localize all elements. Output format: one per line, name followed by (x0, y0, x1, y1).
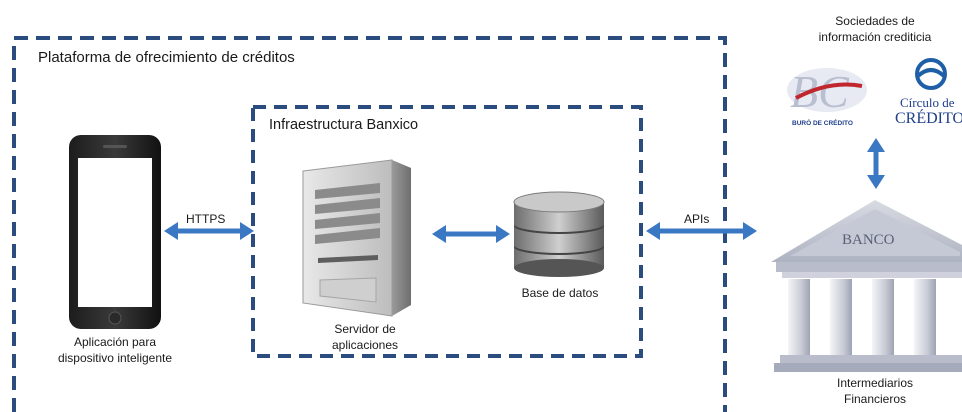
svg-text:Círculo de: Círculo de (900, 95, 955, 110)
https-label: HTTPS (186, 212, 226, 226)
bureau-title-line1: Sociedades de (835, 14, 915, 28)
server-db-arrow (432, 225, 510, 243)
server-icon (302, 159, 411, 317)
smartphone-icon (69, 135, 161, 329)
database-label: Base de datos (521, 286, 599, 300)
server-label-line2: aplicaciones (331, 338, 399, 352)
server-label-line1: Servidor de (334, 322, 396, 336)
bank-icon: BANCO (771, 200, 962, 372)
svg-text:CRÉDITO: CRÉDITO (895, 108, 962, 127)
platform-frame (12, 36, 727, 412)
apis-arrow (646, 222, 757, 240)
bank-label-line2: Financieros (843, 392, 907, 406)
apis-label: APIs (684, 212, 710, 226)
database-icon (513, 191, 605, 277)
bank-label-line1: Intermediarios (836, 376, 914, 390)
svg-text:BANCO: BANCO (842, 232, 895, 248)
bureau-title-line2: información crediticia (818, 30, 932, 44)
app-label-line1: Aplicación para (73, 335, 157, 349)
app-label-line2: dispositivo inteligente (57, 351, 173, 365)
platform-title: Plataforma de ofrecimiento de créditos (38, 49, 295, 66)
circulo-de-credito-logo: Círculo de CRÉDITO (895, 58, 962, 127)
svg-text:BURÓ DE CRÉDITO: BURÓ DE CRÉDITO (792, 118, 853, 127)
buro-de-credito-logo: BC BURÓ DE CRÉDITO (787, 66, 867, 127)
infra-frame (251, 105, 643, 358)
https-arrow (164, 222, 254, 240)
bureau-bank-arrow (867, 138, 885, 189)
infra-title: Infraestructura Banxico (269, 117, 419, 133)
svg-text:BC: BC (790, 66, 850, 117)
